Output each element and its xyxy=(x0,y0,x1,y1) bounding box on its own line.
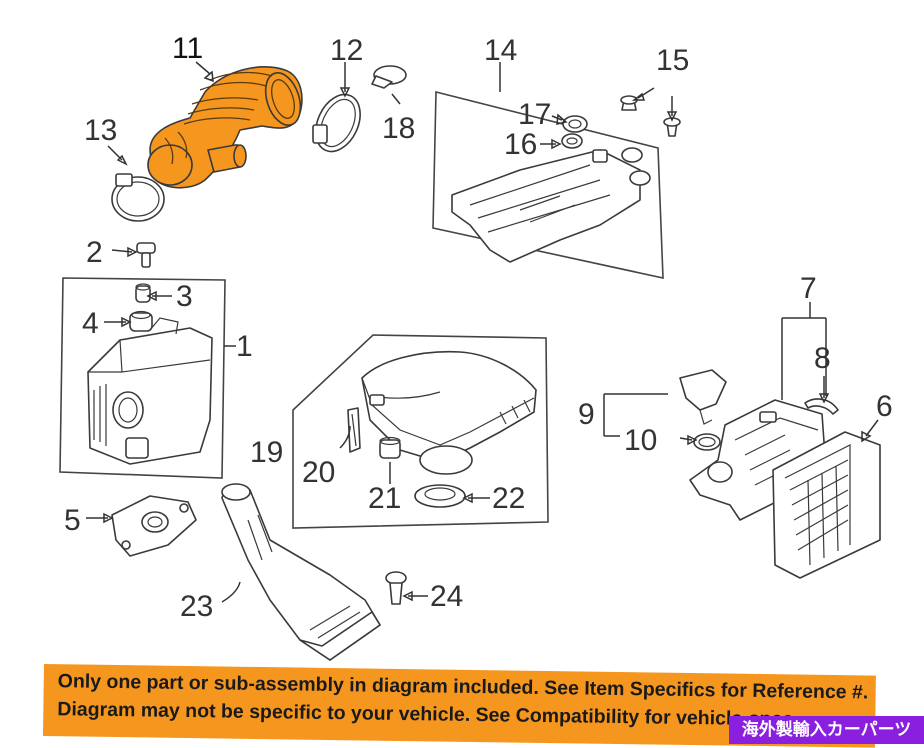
part-2-bolt[interactable] xyxy=(136,242,156,268)
callout-18: 18 xyxy=(382,112,415,145)
part-20-clip[interactable] xyxy=(347,407,361,453)
part-9-sensor[interactable] xyxy=(679,369,727,425)
leader-lines xyxy=(86,61,879,603)
part-21-grommet[interactable] xyxy=(379,436,401,459)
callout-9: 9 xyxy=(578,398,595,431)
group-box-part-1 xyxy=(59,277,226,479)
part-15-clip-a[interactable] xyxy=(620,95,638,111)
part-12-clamp[interactable] xyxy=(307,87,369,158)
callout-5: 5 xyxy=(64,504,81,537)
group-box-part-19 xyxy=(292,334,549,529)
part-16-grommet[interactable] xyxy=(561,133,583,149)
part-1-resonator[interactable] xyxy=(87,317,213,465)
part-8-clip[interactable] xyxy=(804,398,839,415)
callout-22: 22 xyxy=(492,482,525,515)
part-5-bracket[interactable] xyxy=(111,495,197,557)
callout-24: 24 xyxy=(430,580,463,613)
callout-7: 7 xyxy=(800,272,817,305)
callout-19: 19 xyxy=(250,436,283,469)
callout-17: 17 xyxy=(518,98,551,131)
callout-16: 16 xyxy=(504,128,537,161)
part-14-cover[interactable] xyxy=(451,147,651,263)
callout-1: 1 xyxy=(236,330,253,363)
disclaimer-line-2: Diagram may not be specific to your vehi… xyxy=(57,698,794,731)
part-19-air-cleaner-cover[interactable] xyxy=(361,350,537,475)
callout-8: 8 xyxy=(814,342,831,375)
callout-12: 12 xyxy=(330,34,363,67)
part-24-push-clip[interactable] xyxy=(385,571,407,605)
callout-23: 23 xyxy=(180,590,213,623)
part-11-intake-hose[interactable] xyxy=(147,66,307,189)
callout-11: 11 xyxy=(172,32,203,65)
part-15-clip-b[interactable] xyxy=(663,117,681,137)
part-4-mount[interactable] xyxy=(129,310,153,332)
part-6-air-filter[interactable] xyxy=(772,431,881,579)
part-22-seal[interactable] xyxy=(414,484,466,508)
seller-watermark: 海外製輸入カーパーツ xyxy=(729,716,924,744)
callout-4: 4 xyxy=(82,307,99,340)
part-18-clip[interactable] xyxy=(371,65,407,89)
part-23-intake-duct[interactable] xyxy=(221,483,381,661)
part-17-grommet[interactable] xyxy=(562,115,588,133)
callout-21: 21 xyxy=(368,482,401,515)
callout-14: 14 xyxy=(484,34,517,67)
callout-6: 6 xyxy=(876,390,893,423)
callout-15: 15 xyxy=(656,44,689,77)
callout-10: 10 xyxy=(624,424,657,457)
callout-13: 13 xyxy=(84,114,117,147)
callout-2: 2 xyxy=(86,236,103,269)
part-3-grommet[interactable] xyxy=(135,283,151,303)
callout-20: 20 xyxy=(302,456,335,489)
part-10-o-ring[interactable] xyxy=(693,433,721,451)
callout-3: 3 xyxy=(176,280,193,313)
part-13-clamp[interactable] xyxy=(111,173,165,222)
